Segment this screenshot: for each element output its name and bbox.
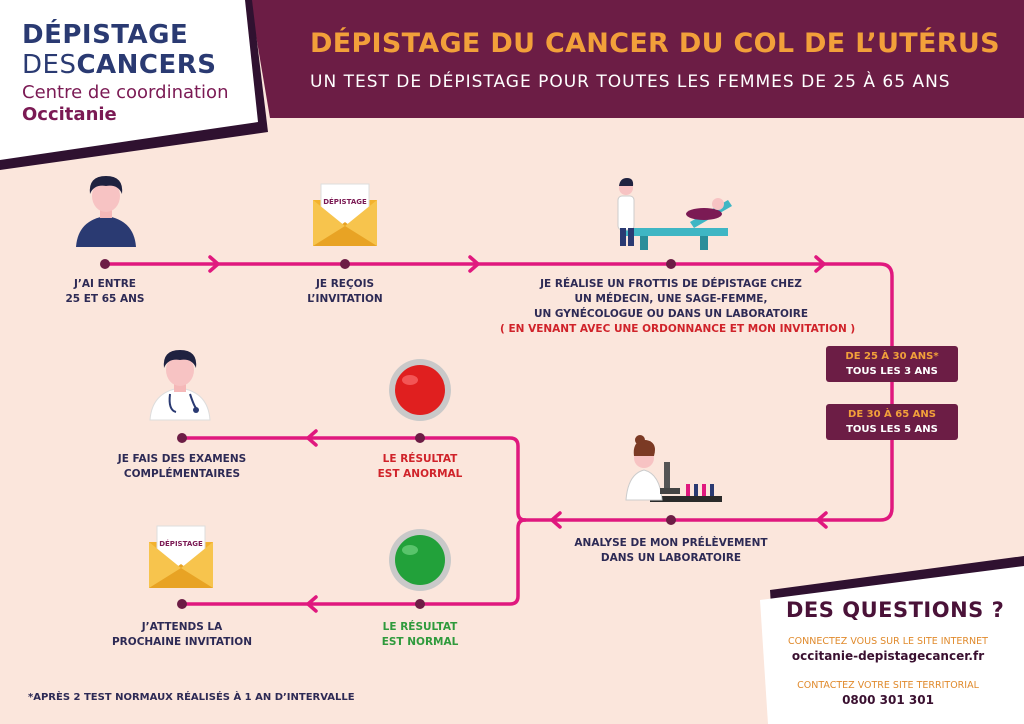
step-normal-label: LE RÉSULTAT EST NORMAL bbox=[381, 621, 459, 648]
normal-branch-line bbox=[180, 518, 527, 606]
doctor-icon bbox=[149, 350, 211, 421]
logo-line-4: Occitanie bbox=[22, 104, 117, 125]
step-exam-label: JE FAIS DES EXAMENS COMPLÉMENTAIRES bbox=[117, 453, 247, 480]
envelope-icon: DÉPISTAGE bbox=[149, 525, 213, 588]
frequency-badge-30-65: DE 30 À 65 ANS TOUS LES 5 ANS bbox=[826, 404, 958, 440]
svg-text:DÉPISTAGE: DÉPISTAGE bbox=[159, 539, 203, 548]
arrow-3 bbox=[814, 255, 826, 273]
svg-text:DÉPISTAGE: DÉPISTAGE bbox=[323, 197, 367, 206]
logo-line-1: DÉPISTAGE bbox=[22, 20, 189, 50]
logo-line-2: DESCANCERS bbox=[22, 50, 217, 80]
arrow-1 bbox=[208, 255, 220, 273]
step-wait-label: J’ATTENDS LA PROCHAINE INVITATION bbox=[111, 621, 253, 648]
envelope-icon: DÉPISTAGE bbox=[313, 183, 377, 246]
step-invite-label: JE REÇOIS L’INVITATION bbox=[307, 278, 383, 305]
node-frottis bbox=[666, 259, 676, 269]
step-frottis-label: JE RÉALISE UN FROTTIS DE DÉPISTAGE CHEZ … bbox=[500, 278, 856, 335]
node-anormal bbox=[415, 433, 425, 443]
questions-phone-label: CONTACTEZ VOTRE SITE TERRITORIAL bbox=[797, 680, 979, 691]
arrow-5 bbox=[306, 429, 318, 447]
questions-web-url[interactable]: occitanie-depistagecancer.fr bbox=[791, 649, 985, 663]
questions-title: DES QUESTIONS ? bbox=[786, 598, 1005, 622]
header-band bbox=[250, 0, 1024, 118]
lab-icon bbox=[625, 435, 722, 502]
logo-des: DES bbox=[22, 50, 77, 80]
frequency-badge-25-30: DE 25 À 30 ANS* TOUS LES 3 ANS bbox=[826, 346, 958, 382]
step-analyse-label: ANALYSE DE MON PRÉLÈVEMENT DANS UN LABOR… bbox=[574, 537, 768, 564]
woman-icon bbox=[76, 176, 136, 247]
node-age bbox=[100, 259, 110, 269]
green-light-icon bbox=[389, 529, 451, 591]
main-flow-line bbox=[103, 262, 894, 522]
arrow-4 bbox=[816, 511, 828, 529]
node-normal bbox=[415, 599, 425, 609]
questions-panel bbox=[760, 566, 1024, 724]
page-subtitle: UN TEST DE DÉPISTAGE POUR TOUTES LES FEM… bbox=[310, 72, 951, 92]
questions-phone[interactable]: 0800 301 301 bbox=[842, 693, 934, 707]
node-wait bbox=[177, 599, 187, 609]
logo-line-3: Centre de coordination bbox=[22, 82, 229, 103]
gynecologist-icon bbox=[617, 178, 732, 250]
node-analyse bbox=[666, 515, 676, 525]
step-anormal-label: LE RÉSULTAT EST ANORMAL bbox=[377, 453, 463, 480]
footnote: *APRÈS 2 TEST NORMAUX RÉALISÉS À 1 AN D’… bbox=[28, 692, 355, 703]
red-light-icon bbox=[389, 359, 451, 421]
questions-web-label: CONNECTEZ VOUS SUR LE SITE INTERNET bbox=[788, 636, 988, 647]
step-age-label: J’AI ENTRE 25 ET 65 ANS bbox=[65, 278, 145, 305]
node-invite bbox=[340, 259, 350, 269]
arrow-2 bbox=[468, 255, 480, 273]
arrow-6 bbox=[550, 511, 562, 529]
arrow-7 bbox=[306, 595, 318, 613]
page-title: DÉPISTAGE DU CANCER DU COL DE L’UTÉRUS bbox=[310, 28, 1000, 59]
logo-panel bbox=[0, 0, 258, 160]
node-exam bbox=[177, 433, 187, 443]
logo-cancers: CANCERS bbox=[76, 50, 217, 80]
